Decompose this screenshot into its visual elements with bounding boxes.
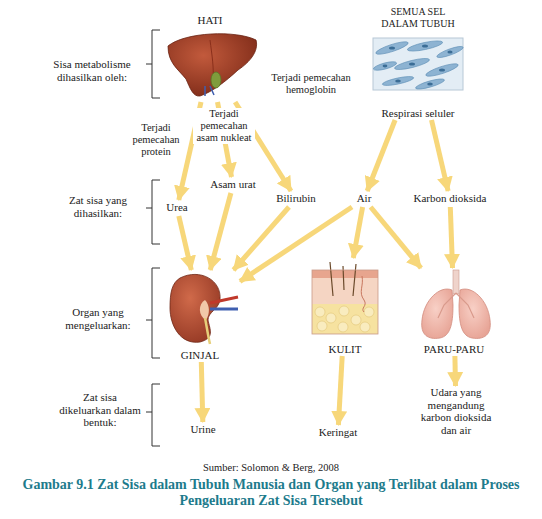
node-label: KULIT <box>305 343 385 356</box>
node-label: SEMUA SEL DALAM TUBUH <box>380 6 456 29</box>
output-node: Udara yang mengandung karbon dioksida da… <box>410 386 502 444</box>
flow-arrow <box>240 207 352 281</box>
flow-arrow <box>353 207 362 258</box>
flow-arrow <box>338 356 342 425</box>
node-label: Bilirubin <box>268 192 324 205</box>
flow-arrow <box>201 362 203 422</box>
waste-node: Urea <box>158 200 196 216</box>
cells-illustration <box>373 38 465 91</box>
node-label: Urine <box>183 423 223 436</box>
flow-arrow <box>367 120 395 191</box>
organ-node: GINJAL <box>160 270 240 362</box>
row-label: Zat sisa dikeluarkan dalam bentuk: <box>58 391 142 429</box>
node-label: Respirasi seluler <box>368 107 468 120</box>
kidney-illustration <box>170 274 238 344</box>
cell-source-node: SEMUA SEL DALAM TUBUH Respirasi seluler <box>368 6 468 120</box>
lungs-illustration <box>422 270 491 338</box>
node-label: Asam urat <box>205 178 261 191</box>
output-node: Urine <box>183 422 223 438</box>
node-label: Udara yang mengandung karbon dioksida da… <box>414 386 498 437</box>
node-label: Urea <box>158 201 196 214</box>
waste-node: Karbon dioksida <box>405 191 495 207</box>
flow-arrow <box>234 207 290 270</box>
edge-label: Terjadi pemecahan hemoglobin <box>265 72 357 96</box>
bracket-lines <box>146 30 160 446</box>
liver-illustration <box>168 34 257 96</box>
organ-node: KULIT <box>305 258 385 356</box>
node-label: Air <box>350 192 378 205</box>
row-label: Organ yang mengeluarkan: <box>52 306 144 331</box>
waste-node: Asam urat <box>205 177 261 193</box>
skin-illustration <box>312 262 378 334</box>
organ-node: PARU-PARU <box>412 268 496 356</box>
node-label: Keringat <box>310 426 366 439</box>
flow-arrow <box>210 193 231 270</box>
flow-arrow <box>371 207 421 268</box>
flow-arrow <box>452 356 458 386</box>
flow-arrow <box>432 120 449 191</box>
flow-arrow <box>450 207 452 268</box>
waste-node: Bilirubin <box>268 191 324 207</box>
node-label: PARU-PARU <box>412 343 496 356</box>
row-label: Zat sisa yang dihasilkan: <box>52 194 144 219</box>
node-label: Karbon dioksida <box>405 192 495 205</box>
flow-arrow <box>179 216 192 270</box>
waste-node: Air <box>350 191 378 207</box>
organ-node: HATI <box>160 14 260 102</box>
edge-label: Terjadi pemecahan asam nukleat <box>193 108 255 144</box>
figure-caption: Gambar 9.1 Zat Sisa dalam Tubuh Manusia … <box>22 477 520 509</box>
node-label: HATI <box>160 14 260 27</box>
output-node: Keringat <box>310 425 366 441</box>
row-label: Sisa metabolisme dihasilkan oleh: <box>40 58 144 83</box>
source-note: Sumber: Solomon & Berg, 2008 <box>0 462 542 474</box>
edge-label: Terjadi pemecahan protein <box>126 122 186 158</box>
node-label: GINJAL <box>160 349 240 362</box>
